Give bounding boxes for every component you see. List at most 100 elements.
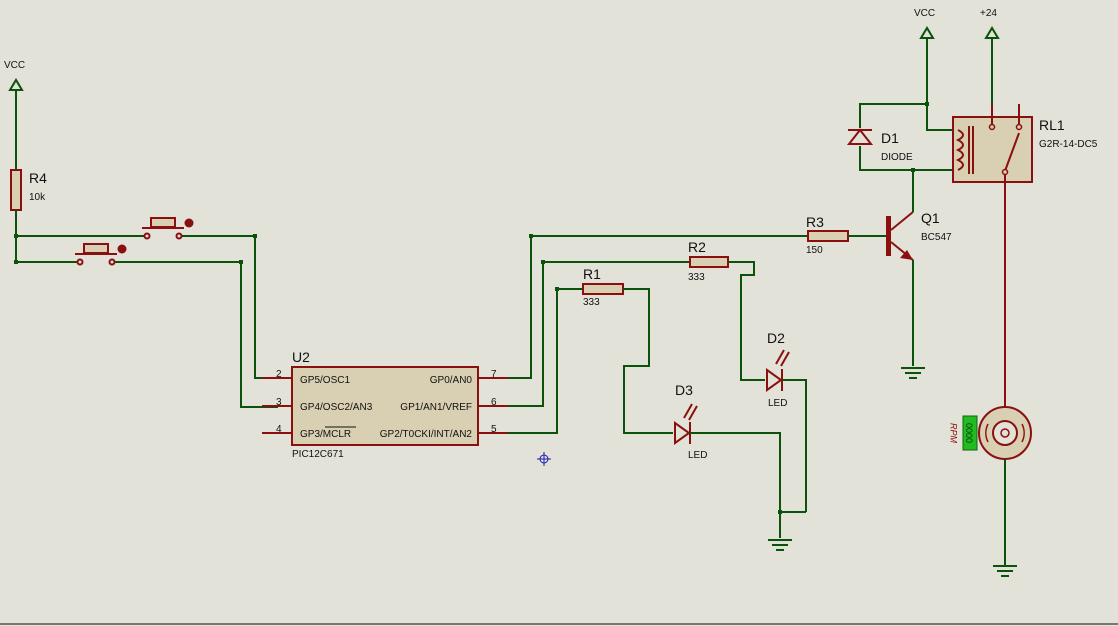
wire-gp1-r2 bbox=[508, 261, 690, 407]
rl1-value: G2R-14-DC5 bbox=[1039, 139, 1098, 150]
wire-vcc-relay bbox=[926, 38, 953, 131]
q1-ref: Q1 bbox=[921, 210, 940, 226]
u2-pin-4-num: 4 bbox=[276, 424, 282, 435]
u2-pin-4-name: GP3/MCLR bbox=[300, 429, 351, 440]
ground-symbol-motor bbox=[993, 565, 1017, 577]
r1-ref: R1 bbox=[583, 266, 601, 282]
plus24-arrow bbox=[984, 26, 1000, 39]
wire-r1-d3 bbox=[623, 288, 673, 434]
d1-value: DIODE bbox=[881, 152, 913, 163]
u2-pin-5-num: 5 bbox=[491, 424, 497, 435]
u2-pin-7-name: GP0/AN0 bbox=[430, 375, 473, 386]
microcontroller-u2[interactable]: U2 2 3 4 GP5/OSC1 GP4/OSC2/AN3 GP3/MCLR … bbox=[262, 349, 508, 460]
junction-gp1 bbox=[541, 260, 545, 264]
r3-value: 150 bbox=[806, 245, 823, 256]
led-d3[interactable]: D3 LED bbox=[674, 382, 707, 461]
vcc-right-label: VCC bbox=[914, 8, 935, 19]
d3-ray-1 bbox=[683, 403, 693, 419]
sw1-button bbox=[150, 217, 176, 228]
r4-ref: R4 bbox=[29, 170, 47, 186]
wire-d3-gnd bbox=[690, 432, 806, 513]
u2-pin-3-name: GP4/OSC2/AN3 bbox=[300, 402, 373, 413]
wire-gp2-r1 bbox=[508, 288, 583, 434]
r4-value: 10k bbox=[29, 192, 46, 203]
crosshair-cursor-icon bbox=[537, 452, 551, 466]
r4-body bbox=[10, 169, 22, 211]
sw1-contact-right bbox=[175, 232, 183, 240]
wire-vcc-d1 bbox=[859, 103, 927, 128]
ground-symbol-leds bbox=[768, 539, 792, 551]
plus24-label: +24 bbox=[980, 8, 997, 19]
vcc-right-arrow bbox=[919, 26, 935, 39]
wire-d1-collector bbox=[859, 146, 953, 171]
resistor-r4[interactable]: R4 10k bbox=[10, 169, 47, 211]
sw2-actuator-dot[interactable] bbox=[117, 244, 127, 254]
vcc-left-terminal[interactable]: VCC bbox=[4, 60, 25, 91]
d3-value: LED bbox=[688, 450, 707, 461]
rl1-contact-no bbox=[1015, 123, 1023, 131]
sw1-actuator-dot[interactable] bbox=[184, 218, 194, 228]
rl1-coil bbox=[955, 129, 964, 171]
rl1-switch-arm bbox=[1004, 132, 1020, 172]
dc-motor[interactable]: 0000 RPM bbox=[949, 406, 1032, 460]
led-d2[interactable]: D2 LED bbox=[766, 330, 790, 409]
junction-gp2 bbox=[555, 287, 559, 291]
u2-pin-7-num: 7 bbox=[491, 369, 497, 380]
u2-part: PIC12C671 bbox=[292, 449, 344, 460]
d2-value: LED bbox=[768, 398, 787, 409]
wire-gp0-r3 bbox=[508, 235, 808, 379]
r2-ref: R2 bbox=[688, 239, 706, 255]
u2-pin-6-num: 6 bbox=[491, 397, 497, 408]
r2-body bbox=[689, 256, 729, 268]
q1-base-bar bbox=[886, 216, 891, 256]
vcc-right-terminal[interactable]: VCC bbox=[914, 8, 935, 39]
wire-r2-d2 bbox=[728, 261, 765, 381]
vcc-left-arrow bbox=[8, 78, 24, 91]
ground-symbol-q1 bbox=[901, 367, 925, 379]
r3-ref: R3 bbox=[806, 214, 824, 230]
motor-inner-ring bbox=[992, 420, 1018, 446]
transistor-q1[interactable]: Q1 BC547 bbox=[886, 210, 952, 261]
q1-emitter-arrow bbox=[900, 250, 913, 260]
u2-pin-2-name: GP5/OSC1 bbox=[300, 375, 350, 386]
r1-body bbox=[582, 283, 624, 295]
d1-ref: D1 bbox=[881, 130, 899, 146]
motor-arc-left bbox=[985, 423, 989, 443]
q1-value: BC547 bbox=[921, 232, 952, 243]
pushbutton-switch-2[interactable] bbox=[75, 243, 127, 266]
resistor-r2[interactable]: R2 333 bbox=[688, 239, 729, 283]
sw2-contact-left bbox=[76, 258, 84, 266]
u2-pin-2-num: 2 bbox=[276, 369, 282, 380]
d1-triangle bbox=[846, 128, 874, 145]
diode-d1[interactable]: D1 DIODE bbox=[846, 128, 913, 163]
wire-d2-gnd bbox=[782, 379, 807, 512]
d3-ref: D3 bbox=[675, 382, 693, 398]
d3-ray-2 bbox=[688, 405, 698, 421]
sw2-contact-right bbox=[108, 258, 116, 266]
d2-ray-2 bbox=[780, 351, 790, 367]
r1-value: 333 bbox=[583, 297, 600, 308]
vcc-left-label: VCC bbox=[4, 60, 25, 71]
d2-ref: D2 bbox=[767, 330, 785, 346]
u2-pin-3-num: 3 bbox=[276, 397, 282, 408]
pushbutton-switch-1[interactable] bbox=[142, 217, 194, 240]
relay-rl1[interactable]: RL1 G2R-14-DC5 bbox=[952, 104, 1098, 183]
resistor-r1[interactable]: R1 333 bbox=[582, 266, 624, 308]
motor-shaft bbox=[1000, 428, 1010, 438]
q1-collector-line bbox=[890, 211, 914, 231]
motor-arc-right bbox=[1021, 423, 1025, 443]
sw2-button bbox=[83, 243, 109, 254]
plus24-terminal[interactable]: +24 bbox=[980, 8, 1000, 39]
wire-to-gp5 bbox=[254, 236, 278, 379]
rl1-contact-nc bbox=[988, 123, 996, 131]
rl1-ref: RL1 bbox=[1039, 117, 1065, 133]
rl1-contact-common bbox=[1001, 168, 1009, 176]
d2-triangle bbox=[766, 368, 783, 392]
r2-value: 333 bbox=[688, 272, 705, 283]
u2-ref: U2 bbox=[292, 349, 310, 365]
wire-to-gp4 bbox=[240, 262, 278, 408]
resistor-r3[interactable]: R3 150 bbox=[806, 214, 849, 256]
junction-gp0 bbox=[529, 234, 533, 238]
d3-triangle bbox=[674, 421, 691, 445]
